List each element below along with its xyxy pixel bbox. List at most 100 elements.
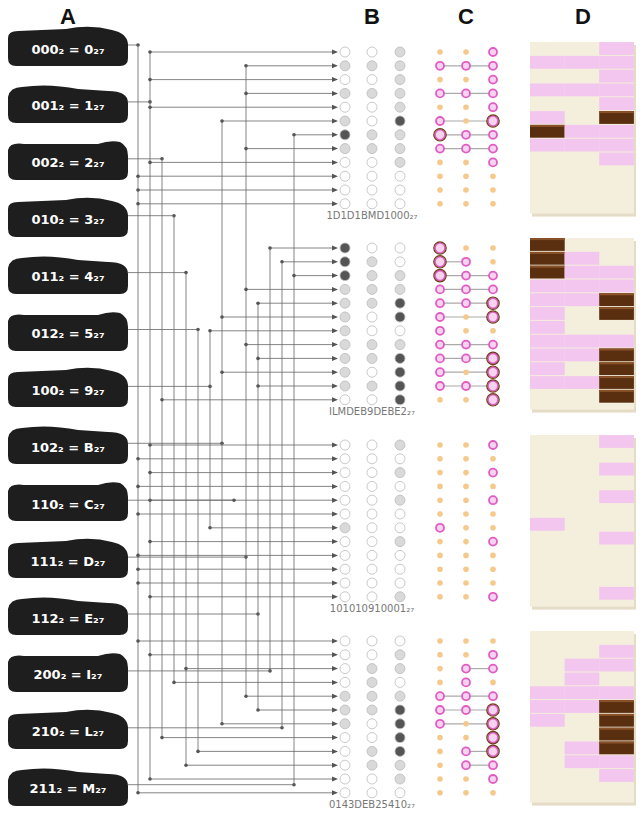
brown-ring — [487, 366, 499, 378]
brown-bar — [530, 238, 565, 251]
wire-dot — [148, 161, 152, 165]
digit-circle — [367, 468, 377, 478]
pink-ring — [436, 341, 444, 349]
digit-circle — [367, 353, 377, 363]
digit-circle — [367, 340, 377, 350]
wire — [258, 710, 332, 711]
bar-highlight — [599, 349, 634, 351]
bar-highlight — [599, 293, 634, 295]
wire-dot — [268, 246, 272, 250]
pink-ring — [436, 145, 444, 153]
wire — [138, 555, 332, 556]
empty-dot — [463, 511, 469, 517]
digit-circle — [340, 705, 350, 715]
digit-circle — [395, 75, 405, 85]
wire-dot — [148, 443, 152, 447]
wire-dot — [220, 315, 224, 319]
column-letter: C — [458, 4, 474, 30]
wire — [150, 79, 332, 80]
wire — [270, 248, 271, 671]
code-text: 012₂ = 5₂₇ — [8, 309, 128, 342]
empty-dot — [437, 749, 443, 755]
empty-dot — [463, 456, 469, 462]
wire-dot — [244, 64, 248, 68]
pink-ring — [462, 341, 470, 349]
wire — [138, 45, 139, 793]
pink-bar — [599, 335, 634, 348]
pink-ring — [489, 131, 497, 139]
digit-circle — [367, 395, 377, 405]
wire-dot — [136, 512, 140, 516]
digit-circle — [395, 298, 405, 308]
pink-ring — [488, 705, 498, 715]
brown-bar — [599, 307, 634, 320]
code-text: 112₂ = E₂₇ — [8, 593, 128, 626]
digit-circle — [340, 171, 350, 181]
empty-dot — [463, 484, 469, 490]
brown-bar — [599, 111, 634, 124]
code-text: 111₂ = D₂₇ — [8, 536, 128, 569]
empty-dot — [463, 77, 469, 83]
pink-bar — [530, 335, 565, 348]
empty-dot — [463, 539, 469, 545]
arrow-head — [332, 273, 338, 278]
pink-bar — [599, 70, 634, 83]
digit-circle — [395, 746, 405, 756]
empty-dot — [437, 594, 443, 600]
bar-highlight — [599, 728, 634, 730]
pink-bar — [530, 280, 565, 293]
empty-dot — [463, 173, 469, 179]
digit-circle — [340, 75, 350, 85]
digit-circle — [340, 367, 350, 377]
brown-ring — [434, 269, 446, 281]
pink-ring — [488, 719, 498, 729]
pink-ring — [488, 746, 498, 756]
digit-circle — [340, 788, 350, 798]
pink-ring — [436, 524, 444, 532]
empty-dot — [463, 49, 469, 55]
arrow-head — [332, 749, 338, 754]
pink-ring — [462, 258, 470, 266]
wire-dot — [148, 653, 152, 657]
arrow-head — [332, 63, 338, 68]
digit-circle — [395, 284, 405, 294]
empty-dot — [437, 638, 443, 644]
wire — [222, 121, 223, 724]
arrow-head — [332, 119, 338, 124]
brown-ring — [487, 704, 499, 716]
digit-circle — [367, 523, 377, 533]
digit-circle — [340, 284, 350, 294]
code-text: 000₂ = 0₂₇ — [8, 24, 128, 57]
code-blob: 010₂ = 3₂₇ — [8, 195, 128, 237]
digit-circle — [340, 454, 350, 464]
pink-ring — [462, 62, 470, 70]
arrow-head — [332, 553, 338, 558]
wire — [198, 330, 199, 752]
wire-dot — [136, 791, 140, 795]
wire — [222, 317, 332, 318]
pink-bar — [599, 139, 634, 152]
empty-dot — [490, 187, 496, 193]
empty-dot — [463, 104, 469, 110]
arrow-head — [332, 777, 338, 782]
block — [530, 631, 634, 803]
pink-bar — [530, 111, 565, 124]
empty-dot — [490, 790, 496, 796]
digit-circle — [340, 312, 350, 322]
code-blob: 001₂ = 1₂₇ — [8, 81, 128, 123]
digit-circle — [367, 298, 377, 308]
pink-bar — [565, 376, 600, 389]
digit-circle — [340, 677, 350, 687]
arrow-head — [332, 498, 338, 503]
wire — [270, 248, 332, 249]
wire — [150, 654, 332, 655]
wire — [128, 386, 210, 387]
arrow-head — [332, 77, 338, 82]
digit-circle — [395, 440, 405, 450]
digit-circle — [340, 257, 350, 267]
digit-circle — [340, 468, 350, 478]
digit-circle — [340, 381, 350, 391]
wire-dot — [136, 457, 140, 461]
pink-ring — [436, 692, 444, 700]
code-text: 011₂ = 4₂₇ — [8, 252, 128, 285]
